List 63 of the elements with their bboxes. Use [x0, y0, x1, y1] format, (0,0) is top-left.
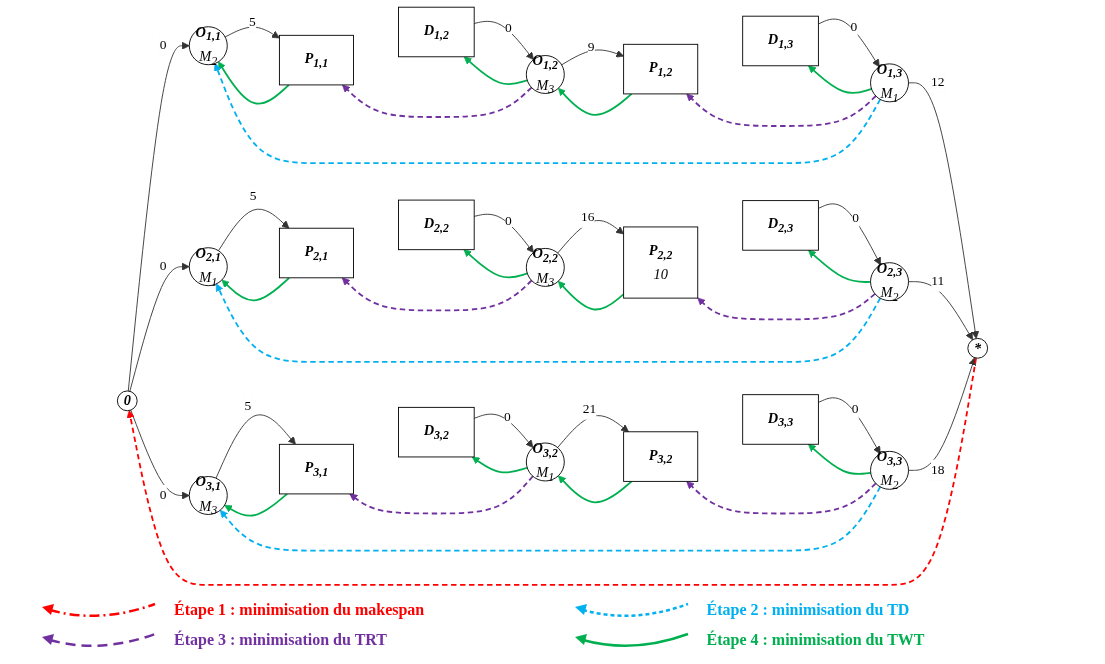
- arrow: [213, 63, 882, 164]
- node-circle: O$_{1,2}$ M$_{3}$: [525, 55, 565, 94]
- arrow: [471, 456, 529, 474]
- node-circle: 0: [116, 390, 138, 412]
- arrow: [349, 475, 534, 515]
- node-circle: O$_{3,2}$ M$_{1}$: [525, 442, 565, 482]
- node-box: P$_{3,2}$: [623, 431, 699, 482]
- node-circle: O$_{3,1}$ M$_{3}$: [188, 476, 228, 515]
- edge-label: 0: [159, 258, 167, 273]
- legend-text: Étape 1 : minimisation du makespan: [174, 601, 425, 619]
- legend-text: Étape 3 : minimisation du TRT: [174, 631, 387, 649]
- edge-label: 18: [930, 462, 945, 477]
- edge-label: 0: [850, 19, 858, 34]
- edge-label: 9: [587, 39, 595, 54]
- edge-label: 5: [249, 188, 257, 203]
- node-box: P$_{2,1}$: [278, 227, 354, 279]
- node-box: P$_{2,2}$ 10: [623, 226, 699, 299]
- edge-label: 0: [505, 20, 512, 35]
- node-box: D$_{2,3}$: [742, 200, 819, 251]
- edge-label: 0: [504, 409, 511, 424]
- arrow: [463, 56, 529, 86]
- edge-label: 0: [851, 401, 859, 417]
- node-circle: O$_{2,1}$ M$_{1}$: [188, 247, 228, 287]
- arrow: [342, 84, 533, 118]
- arrow: [557, 280, 625, 311]
- legend-text: Étape 2 : minimisation du TD: [706, 601, 910, 619]
- arrow: [215, 283, 882, 363]
- arrow: [808, 249, 872, 283]
- edge-label: 0: [159, 37, 167, 53]
- arrow: [697, 292, 876, 321]
- arrow: [463, 249, 529, 279]
- arrow: [808, 443, 872, 475]
- edge-label: 5: [244, 398, 252, 413]
- node-box: P$_{3,1}$: [278, 443, 354, 495]
- edge-label: 0: [852, 210, 860, 225]
- arrow: [341, 277, 533, 312]
- node-box: D$_{2,2}$: [398, 199, 475, 251]
- node-box: D$_{3,3}$: [742, 394, 819, 445]
- edge-label: 11: [931, 273, 945, 288]
- arrow: [219, 486, 882, 552]
- node-box: P$_{1,2}$: [623, 43, 699, 95]
- edge-label: 12: [930, 74, 945, 90]
- edge-label: 5: [249, 14, 256, 29]
- edge-label: 0: [159, 487, 167, 502]
- node-box: D$_{1,2}$: [398, 6, 475, 58]
- node-circle: O$_{2,3}$ M$_{2}$: [870, 262, 909, 302]
- arrow: [558, 87, 633, 116]
- arrow: [224, 493, 288, 517]
- node-box: D$_{3,2}$: [398, 406, 475, 458]
- arrow: [686, 93, 877, 127]
- arrow: [221, 276, 291, 302]
- node-box: D$_{1,3}$: [742, 15, 819, 67]
- edge-label: 16: [580, 209, 595, 225]
- node-circle: O$_{3,3}$ M$_{2}$: [870, 450, 909, 490]
- arrow: [686, 481, 877, 515]
- node-box: P$_{1,1}$: [278, 34, 354, 86]
- edge-label: 0: [505, 212, 512, 228]
- legend-text: Étape 4 : minimisation du TWT: [706, 631, 925, 649]
- arrow: [218, 61, 290, 105]
- edge-label: 21: [582, 401, 597, 416]
- arrow: [808, 65, 873, 94]
- arrow: [558, 475, 633, 504]
- node-circle: *: [967, 337, 989, 359]
